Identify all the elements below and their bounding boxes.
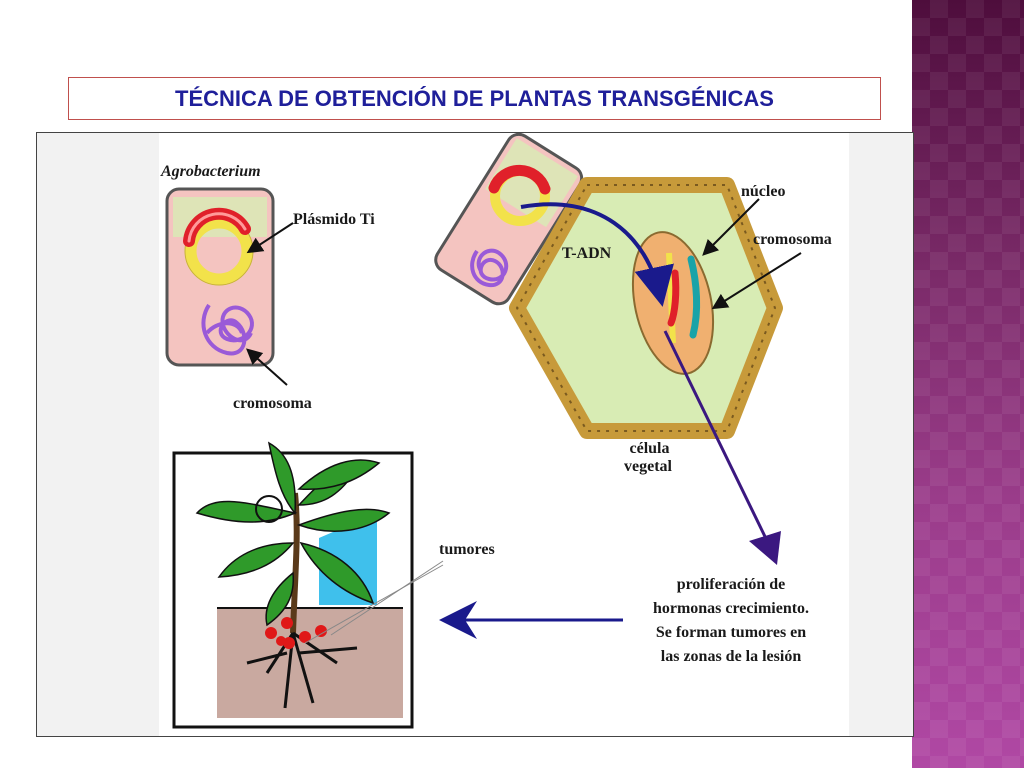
bacteria-chromosome-pointer-arrow [246, 348, 288, 386]
plasmido-label: Plásmido Ti [293, 211, 375, 228]
diagram-canvas [159, 133, 849, 736]
decorative-side-band [912, 0, 1024, 768]
side-band-pattern [912, 0, 1024, 768]
proliferation-text: proliferación de hormonas crecimiento. S… [633, 573, 829, 669]
plasmid-ti-icon [183, 207, 254, 286]
title-box: TÉCNICA DE OBTENCIÓN DE PLANTAS TRANSGÉN… [68, 77, 881, 120]
proliferation-line-4: las zonas de la lesión [660, 648, 802, 665]
proliferation-arrow-head [749, 531, 781, 565]
small-bacterium-chromosome-icon [470, 248, 509, 288]
t-adn-label: T-ADN [562, 245, 612, 262]
cell-chromosome-pointer-arrow [711, 252, 802, 310]
t-adn-transfer-arrow [520, 202, 674, 307]
tumor-pointer-line-1 [330, 560, 444, 636]
bacteria-chromosome-label: cromosoma [233, 395, 312, 412]
small-plasmid-icon [488, 164, 551, 226]
nucleo-label: núcleo [741, 183, 786, 200]
plasmid-pointer-arrow [246, 222, 294, 254]
proliferation-line-1: proliferación de [676, 576, 786, 593]
proliferation-line-3: Se forman tumores en [655, 624, 807, 641]
proliferation-line-2: hormonas crecimiento. [652, 600, 810, 617]
nucleus-pointer-arrow [702, 198, 760, 256]
bacteria-chromosome-icon [201, 303, 254, 356]
diagram-panel: Agrobacterium Plásmido Ti cromosoma T-AD… [36, 132, 914, 737]
agrobacterium-label: Agrobacterium [161, 163, 261, 180]
celula-vegetal-label: célula vegetal [624, 440, 672, 476]
slide-title: TÉCNICA DE OBTENCIÓN DE PLANTAS TRANSGÉN… [175, 85, 774, 111]
celula-label-line2: vegetal [624, 458, 672, 475]
plant-scene [195, 441, 403, 718]
to-plant-arrow-head [439, 601, 477, 639]
proliferation-arrow-line [663, 330, 775, 554]
tumor-pointer-line-2 [304, 564, 444, 644]
cell-chromosome-label: cromosoma [753, 231, 832, 248]
tumores-label: tumores [439, 541, 495, 558]
celula-label-line1: célula [629, 440, 670, 457]
